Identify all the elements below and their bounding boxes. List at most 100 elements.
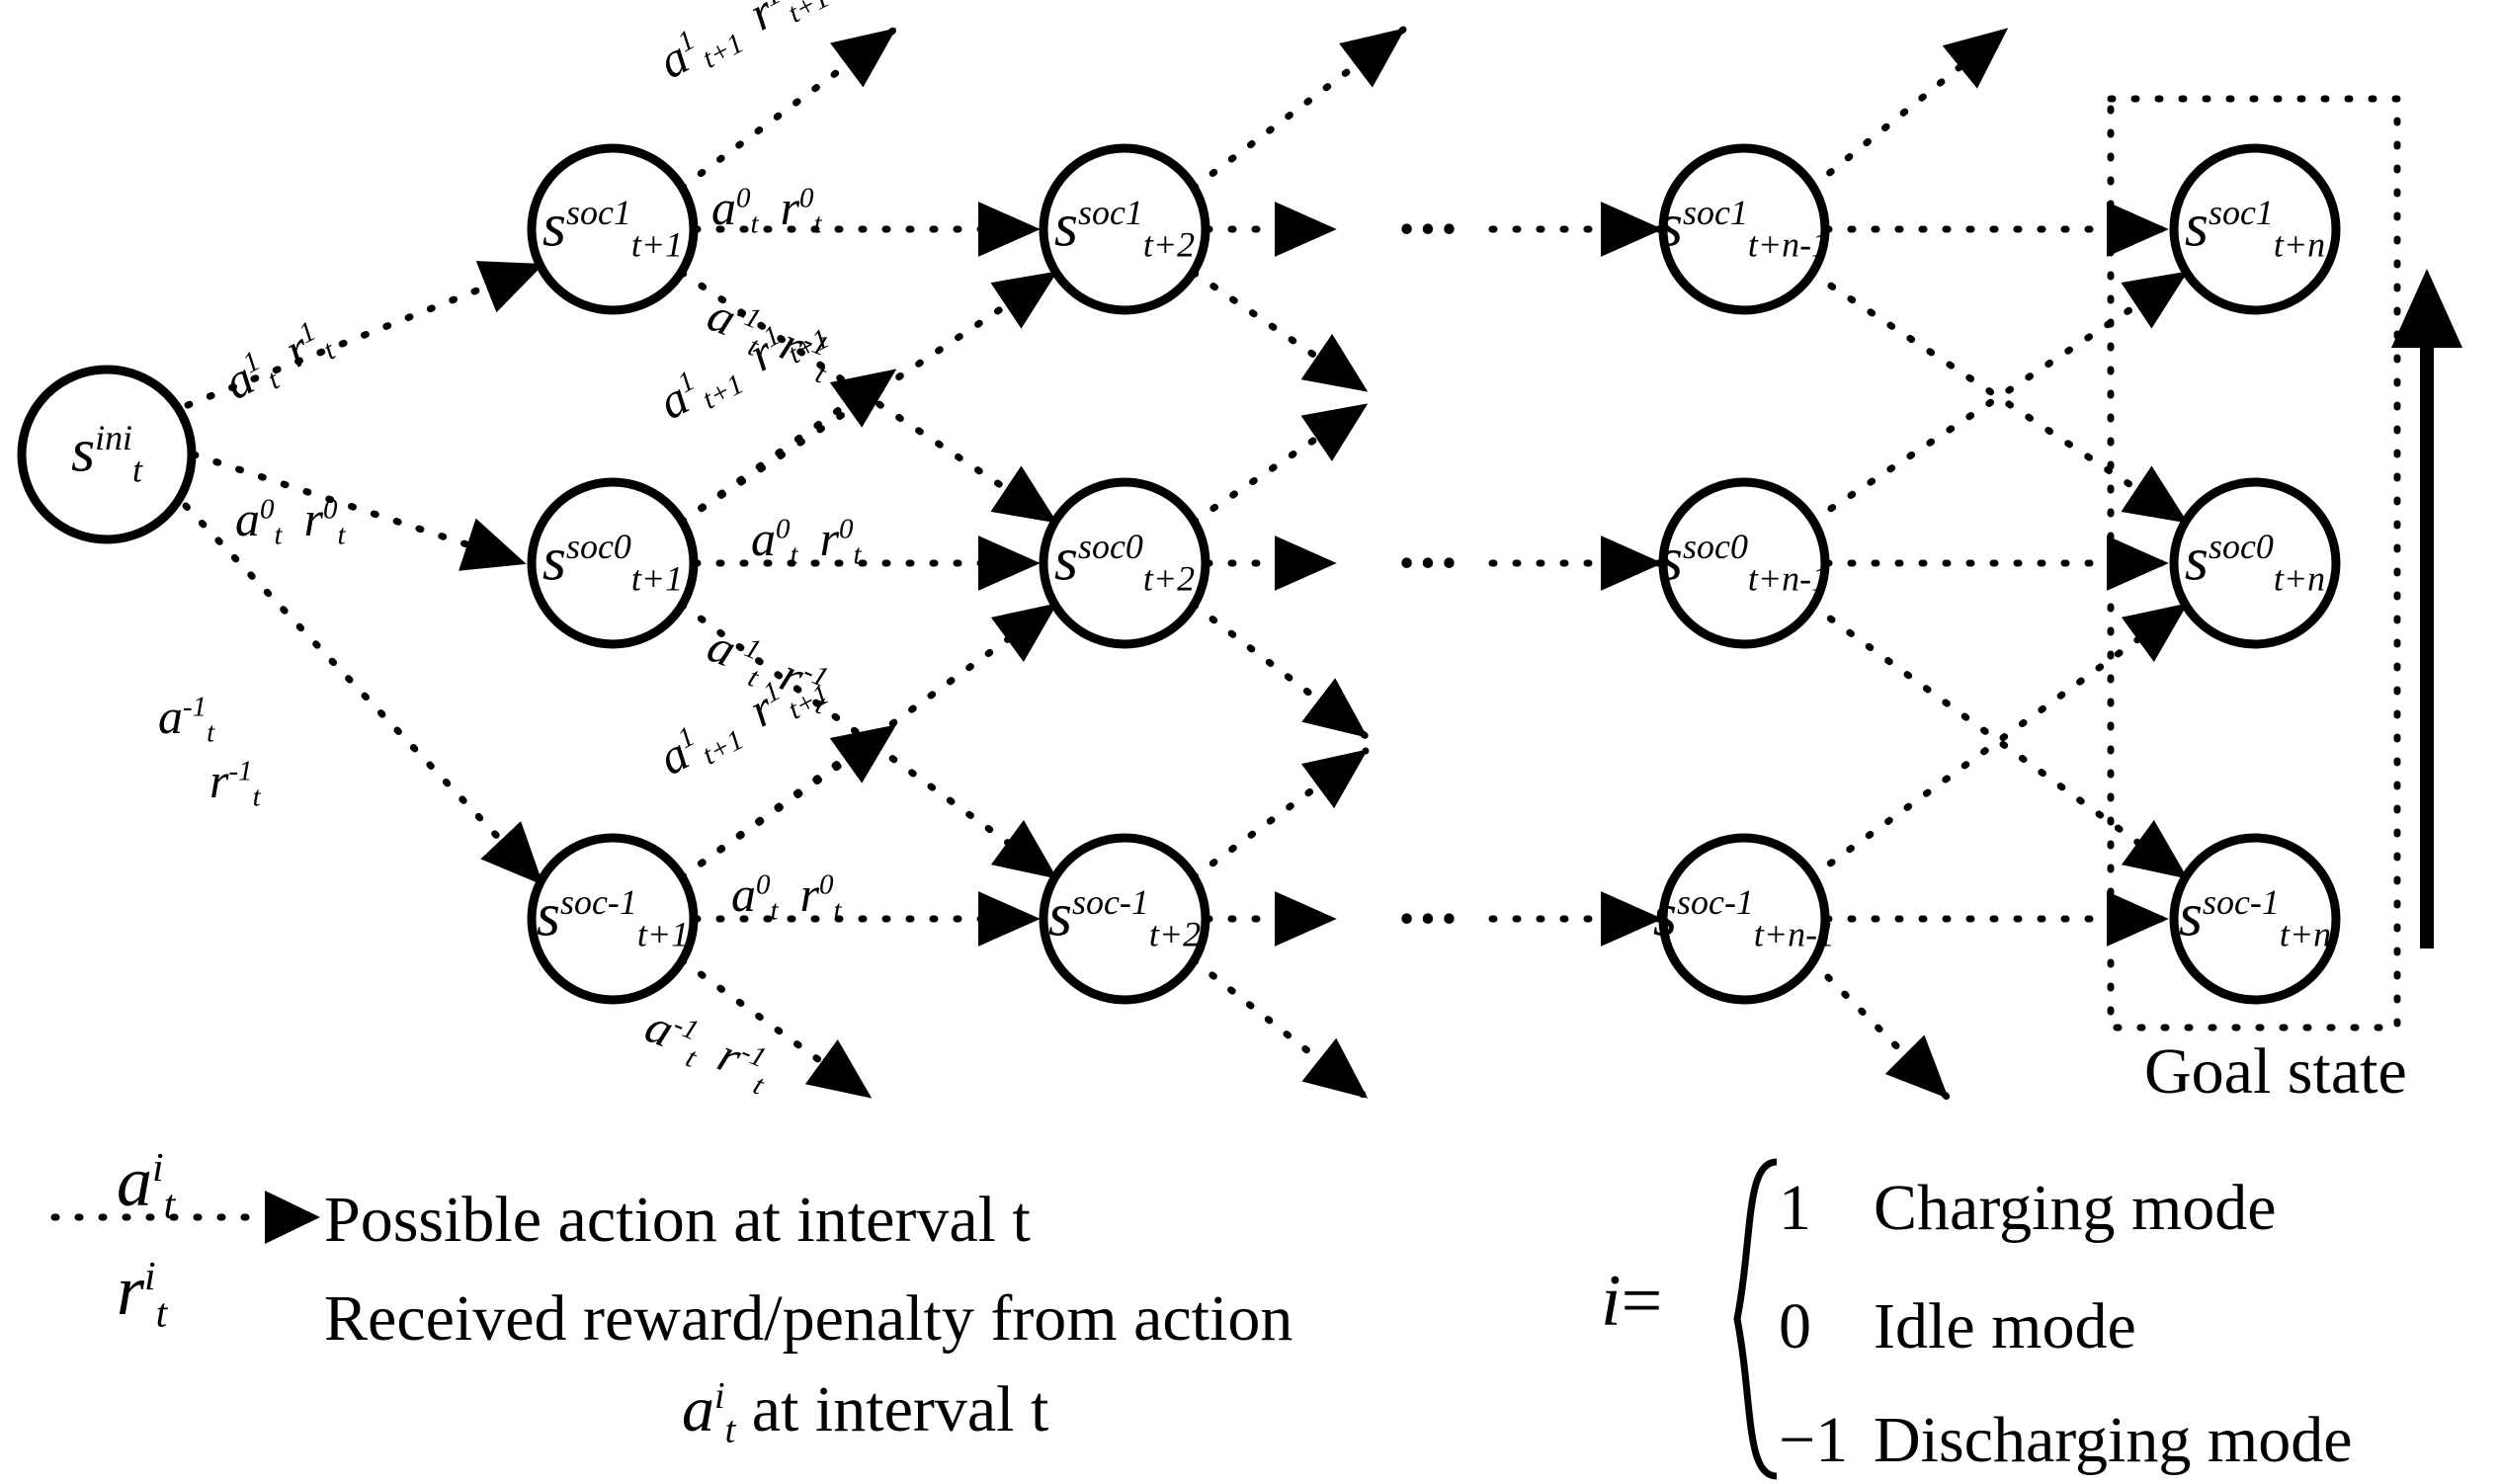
increasing-soc-arrow — [2391, 269, 2462, 948]
node-sup: soc1 — [1078, 192, 1143, 232]
legend-reward-text-line1: Received reward/penalty from action — [324, 1282, 1293, 1355]
legend-reward-a-sub: t — [724, 1409, 736, 1451]
lbl-a-sup: 0 — [260, 493, 275, 526]
lbl-a-sub: t — [770, 894, 779, 927]
node-sub: t+2 — [1142, 224, 1196, 265]
mode-value: 0 — [1779, 1290, 1811, 1362]
lbl-a-sub: t — [681, 1041, 702, 1074]
lbl-r-sub: t — [833, 894, 842, 927]
node-base: s — [2184, 526, 2209, 594]
node-circle-s-soc0-tn — [2169, 477, 2341, 649]
legend-reward-line2-post: at interval t — [751, 1373, 1049, 1445]
lbl-a-base: a — [731, 866, 756, 922]
edge-soc0tnm1-to-soc1tn — [1807, 269, 2190, 526]
node-base: s — [1658, 192, 1684, 260]
edge-ini-to-soc1-t1 — [184, 261, 545, 409]
lbl-a-sup: 0 — [756, 868, 771, 901]
node-label-s-socm1-t1: ssoc-1t+1 — [536, 881, 690, 954]
node-base: s — [536, 881, 561, 949]
node-sub: t+1 — [630, 558, 684, 599]
edge-soc1t1-up — [678, 26, 898, 192]
legend-a-sub: t — [163, 1182, 176, 1228]
lbl-r-sup: 0 — [819, 868, 834, 901]
lbl-r-base: r — [303, 491, 324, 546]
node-circle-s-socm1-t2 — [1039, 833, 1210, 1005]
lbl-r-base: r — [780, 180, 800, 235]
node-sup: soc1 — [2209, 192, 2274, 232]
node-label-s-soc0-t1: ssoc0t+1 — [542, 526, 684, 599]
node-circle-s-socm1-tnm1 — [1658, 833, 1830, 1005]
legend-r-base: r — [117, 1251, 145, 1330]
edge-soc1t1-to-soc0t2 — [678, 269, 1059, 526]
lbl-a-sup: -1 — [183, 691, 208, 723]
legend-reward-a-sup: i — [714, 1375, 725, 1417]
goal-state-label: Goal state — [2144, 1035, 2407, 1108]
lbl-r-sub: t — [252, 781, 261, 813]
node-sub: t+n — [2273, 558, 2326, 599]
node-circle-s-soc1-tn — [2169, 143, 2341, 315]
edge-soc1tnm1-to-soc0tn — [1807, 269, 2190, 526]
node-sub: t+1 — [636, 914, 690, 954]
legend-action-symbol: ait — [117, 1146, 175, 1226]
node-base: s — [1652, 881, 1678, 949]
edge-socm1t1-down — [678, 956, 874, 1101]
lbl-a-sub: t — [750, 207, 759, 240]
lbl-r-sup: 0 — [799, 182, 814, 214]
node-label-s-soc0-t2: ssoc0t+2 — [1053, 526, 1196, 599]
node-base: s — [1053, 526, 1078, 594]
edge-soc0t2-down — [1190, 601, 1370, 740]
node-circle-s-soc1-t2 — [1039, 143, 1210, 315]
ellipsis-row1: ••• — [1398, 205, 1463, 254]
node-sup: soc-1 — [2203, 881, 2280, 922]
node-base: s — [542, 526, 566, 594]
edge-socm1t2-down — [1190, 956, 1370, 1101]
legend-action-text: Possible action at interval t — [324, 1184, 1031, 1256]
edge-soc0t2-up — [1190, 401, 1370, 526]
legend-reward-text-line2: ait at interval t — [682, 1375, 1048, 1449]
lbl-a-sub: t — [274, 519, 283, 551]
node-sub: t+n — [2273, 224, 2326, 265]
mode-value: −1 — [1779, 1404, 1849, 1476]
lbl-r-sub: t — [813, 207, 822, 240]
lbl-r-part: r-1t — [209, 756, 261, 812]
node-sub: t+2 — [1142, 558, 1196, 599]
lbl-r-sup: 0 — [323, 493, 338, 526]
lbl-r-base: r — [819, 511, 840, 566]
legend-arrow — [50, 1191, 320, 1244]
node-label-s-socm1-t2: ssoc-1t+2 — [1048, 884, 1201, 953]
node-sup: soc0 — [1683, 526, 1748, 566]
node-label-s-soc0-tnm1: ssoc0t+n-1 — [1659, 526, 1829, 598]
node-circle-s-soc1-t1 — [527, 143, 699, 315]
node-label-s-soc1-tn: ssoc1t+n — [2185, 192, 2326, 265]
legend-a-base: a — [117, 1142, 152, 1221]
lbl-a-sub: t — [207, 716, 215, 749]
node-base: s — [1053, 192, 1078, 260]
edge-socm1t2-up — [1190, 747, 1370, 881]
lbl-a-sub: t — [262, 364, 285, 396]
goal-state-box-rect — [2107, 95, 2401, 1031]
node-sup: soc1 — [566, 192, 631, 232]
lbl-r-sub: t — [853, 538, 862, 571]
node-circle-s-socm1-tn — [2169, 833, 2341, 1005]
legend-reward-symbol: rit — [117, 1255, 167, 1335]
legend-a-sup: i — [152, 1145, 164, 1191]
mode-variable: i= — [1601, 1265, 1662, 1338]
lbl-a-sup: 0 — [736, 182, 751, 214]
node-label-s-soc1-t1: ssoc1t+1 — [542, 192, 683, 264]
node-sup: soc0 — [2209, 526, 2274, 566]
lbl-a-base: a — [235, 491, 260, 546]
node-sup: soc-1 — [560, 881, 637, 922]
lbl-a-base: a — [751, 511, 776, 566]
node-sub: t — [132, 450, 143, 490]
legend-r-sub: t — [155, 1290, 168, 1337]
lbl-a-base: a — [158, 689, 183, 744]
node-circle-s-soc0-t1 — [527, 477, 699, 649]
edge-soc1tnm1-up — [1807, 26, 2010, 192]
